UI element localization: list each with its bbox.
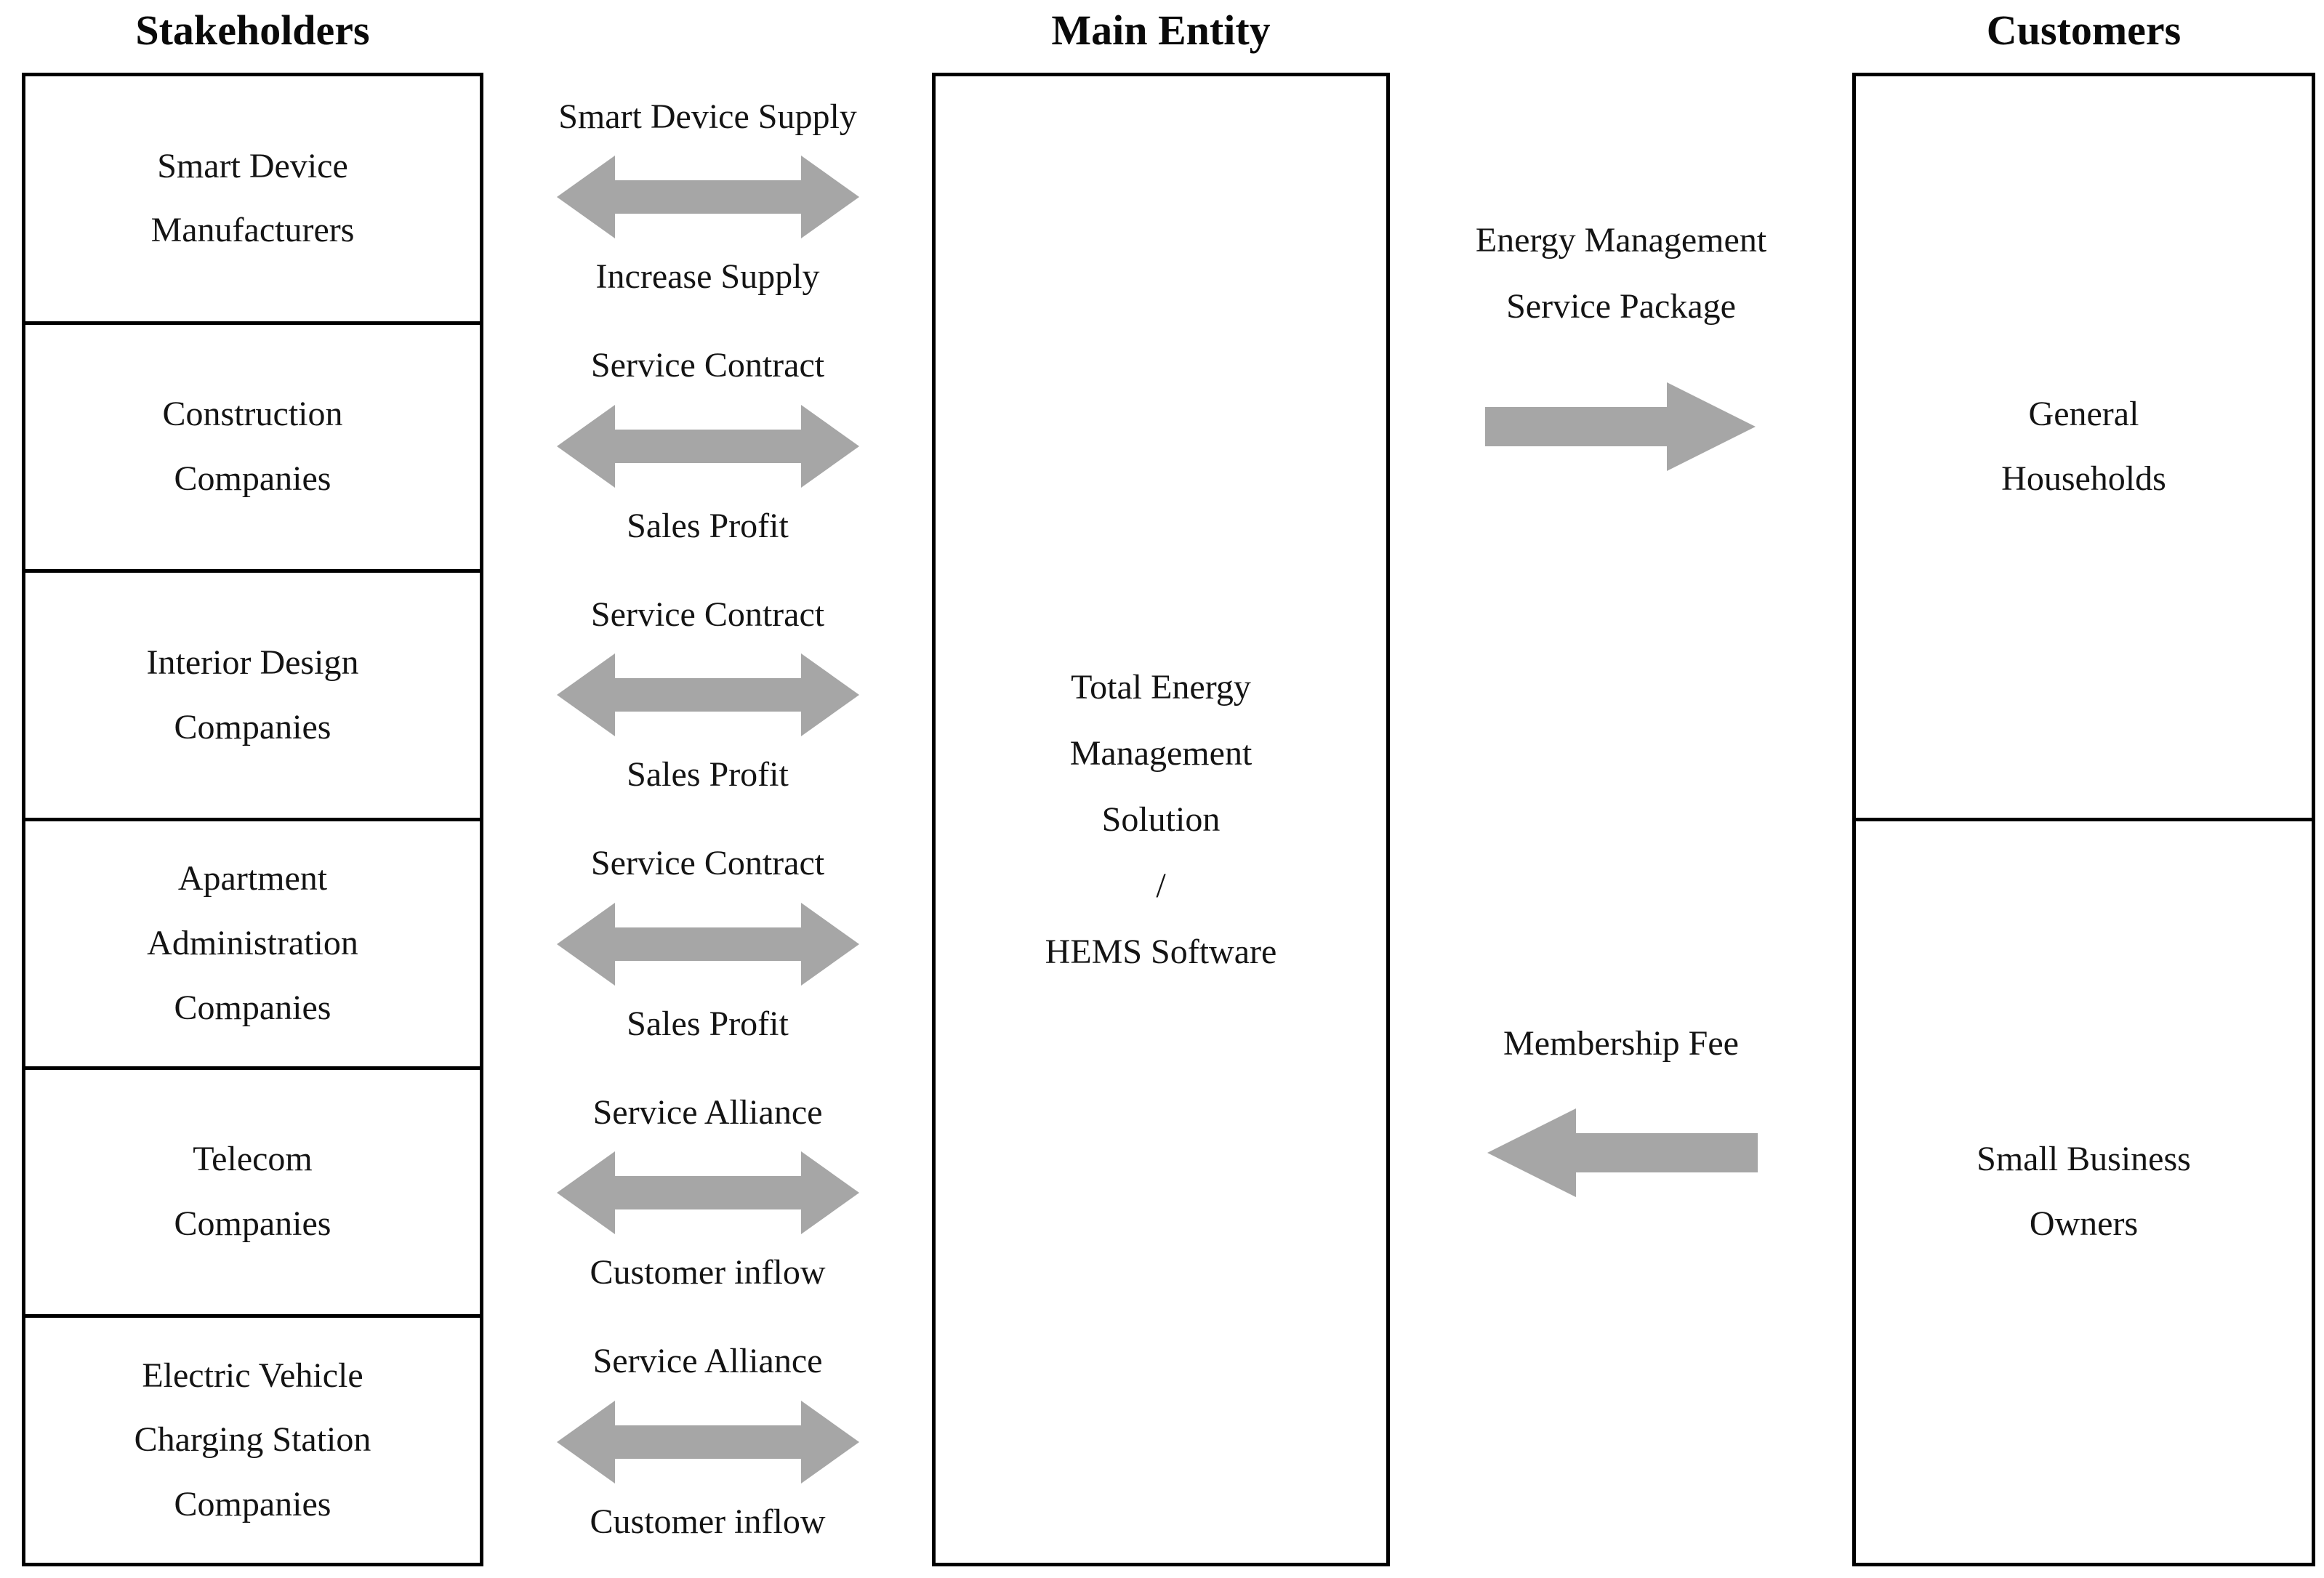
stakeholder-cell-telecom-companies: Telecom Companies: [25, 1066, 480, 1315]
stakeholder-cell-apartment-administration-companies: Apartment Administration Companies: [25, 818, 480, 1066]
flow-bottom-label: Customer inflow: [590, 1253, 826, 1292]
double-arrow-icon: [556, 902, 859, 986]
energy-service-package-label: Energy Management Service Package: [1475, 221, 1767, 326]
main-entity-heading: Main Entity: [1051, 7, 1271, 54]
stakeholder-cell-construction-companies: Construction Companies: [25, 321, 480, 570]
flow-top-label: Smart Device Supply: [558, 97, 857, 136]
flow-row-apartment-administration: Service Contract Sales Profit: [483, 820, 932, 1069]
stakeholder-cell-smart-device-manufacturers: Smart Device Manufacturers: [150, 146, 355, 250]
flow-bottom-label: Sales Profit: [627, 1004, 789, 1043]
flow-energy-service-package: Energy Management Service Package: [1390, 207, 1852, 474]
double-arrow-icon: [556, 156, 859, 239]
stakeholder-cell-interior-design-companies: Interior Design Companies: [25, 569, 480, 818]
customer-cell-small-business-owners: Small Business Owners: [1856, 818, 2312, 1563]
customer-cell-general-households: General Households: [2001, 395, 2166, 498]
flow-row-ev-charging: Service Alliance Customer inflow: [483, 1318, 932, 1567]
left-arrow-icon: [1487, 1108, 1758, 1198]
membership-fee-label: Membership Fee: [1503, 1024, 1739, 1063]
flow-bottom-label: Sales Profit: [627, 755, 789, 794]
flow-top-label: Service Alliance: [592, 1092, 823, 1132]
flow-top-label: Service Contract: [590, 595, 825, 634]
customer-flows-column: Energy Management Service Package Member…: [1390, 73, 1852, 1566]
customers-heading: Customers: [1986, 7, 2182, 54]
double-arrow-icon: [556, 1400, 859, 1484]
flow-row-smart-device: Smart Device Supply Increase Supply: [483, 73, 932, 322]
main-entity-label: Total Energy Management Solution / HEMS …: [1045, 667, 1277, 972]
flow-bottom-label: Customer inflow: [590, 1502, 826, 1541]
flow-membership-fee: Membership Fee: [1390, 1010, 1852, 1200]
customers-box: General Households Small Business Owners: [1852, 73, 2315, 1566]
flow-top-label: Service Contract: [590, 346, 825, 385]
double-arrow-icon: [556, 404, 859, 488]
main-entity-box: Total Energy Management Solution / HEMS …: [932, 73, 1390, 1566]
stakeholders-box: Smart Device Manufacturers Construction …: [22, 73, 483, 1566]
flow-bottom-label: Sales Profit: [627, 506, 789, 545]
stakeholders-heading: Stakeholders: [135, 7, 370, 54]
flow-bottom-label: Increase Supply: [595, 257, 820, 297]
double-arrow-icon: [556, 1151, 859, 1235]
flow-top-label: Service Alliance: [592, 1342, 823, 1381]
flow-row-telecom: Service Alliance Customer inflow: [483, 1068, 932, 1318]
right-arrow-icon: [1484, 382, 1756, 472]
double-arrow-icon: [556, 653, 859, 737]
flow-top-label: Service Contract: [590, 844, 825, 883]
stakeholder-flows-column: Smart Device Supply Increase Supply Serv…: [483, 73, 932, 1566]
flow-row-interior-design: Service Contract Sales Profit: [483, 571, 932, 820]
stakeholder-cell-ev-charging-station-companies: Electric Vehicle Charging Station Compan…: [25, 1314, 480, 1563]
flow-row-construction: Service Contract Sales Profit: [483, 322, 932, 571]
